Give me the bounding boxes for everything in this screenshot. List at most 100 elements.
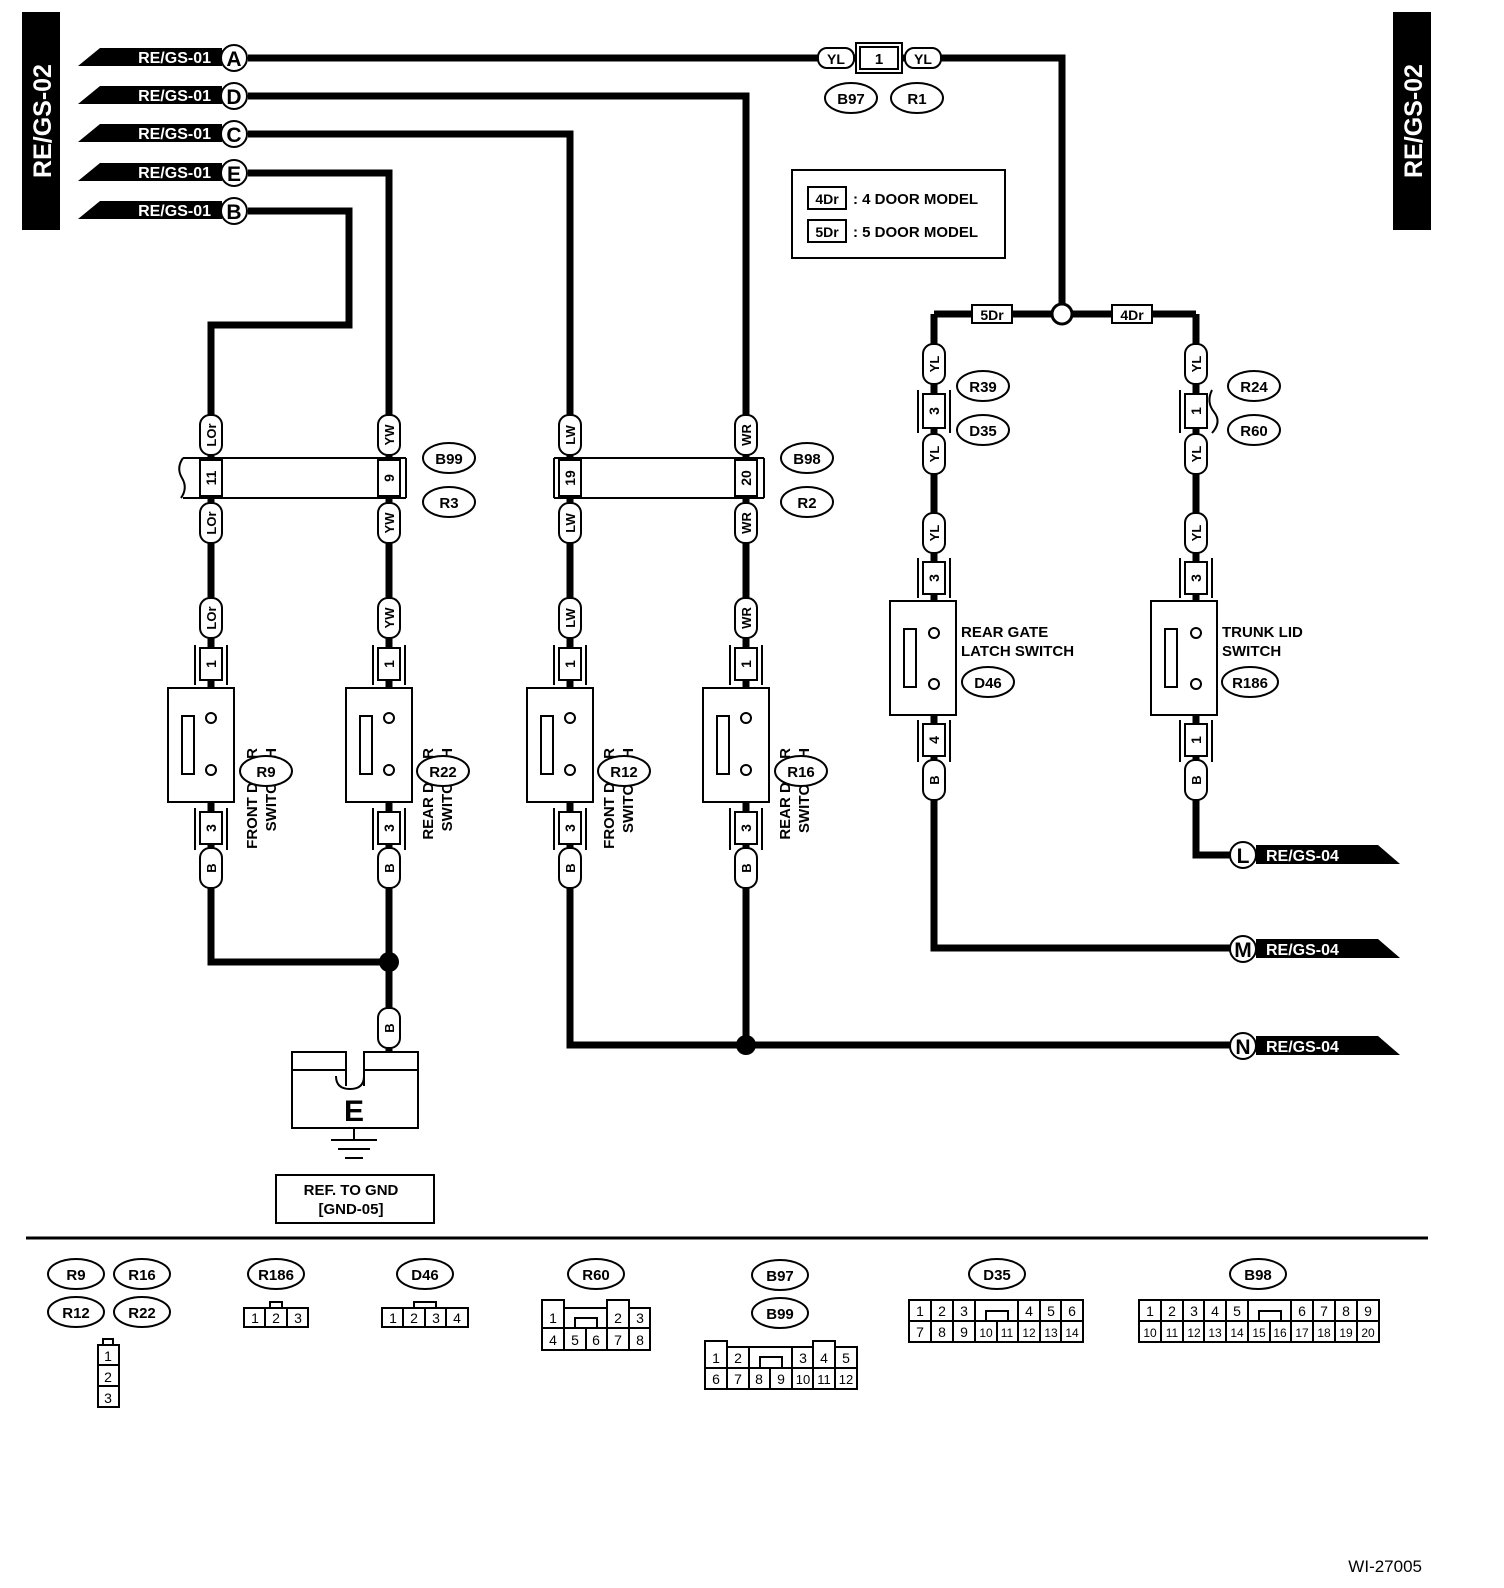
connector-tag: D35 xyxy=(969,423,997,440)
pin-number: 3 xyxy=(636,1310,644,1326)
pin-number: 6 xyxy=(1068,1303,1076,1319)
connector-view-b97-b99: B97 B99 1 2 3 4 5 6 7 8 9 10 11 12 xyxy=(704,1259,858,1390)
splice-point xyxy=(379,952,399,972)
pin-number: 2 xyxy=(1168,1303,1176,1319)
switch-label-line1: TRUNK LID xyxy=(1222,624,1303,641)
pin-number: 9 xyxy=(777,1371,785,1387)
rear-gate-latch-switch: YL 3 4 B REAR GATE LATCH SWITCH D46 xyxy=(889,512,1074,801)
connector-tag: B99 xyxy=(435,451,463,468)
wire-color: B xyxy=(927,775,942,784)
wire-color: B xyxy=(1189,775,1204,784)
pin-number: 1 xyxy=(203,660,219,668)
connector-face-views: R9 R16 R12 R22 1 2 3 R186 1 2 3 xyxy=(47,1258,1380,1408)
input-arrow-a: RE/GS-01 A xyxy=(78,44,248,72)
output-letter: N xyxy=(1235,1036,1250,1059)
connector-tag: B97 xyxy=(837,91,865,108)
connector-tag: R60 xyxy=(582,1267,610,1284)
pin-number: 7 xyxy=(916,1324,924,1340)
output-ref: RE/GS-04 xyxy=(1266,942,1339,959)
pin-number: 3 xyxy=(294,1310,302,1326)
pin-number: 9 xyxy=(1364,1303,1372,1319)
branch-labels: 5Dr 4Dr xyxy=(971,304,1153,324)
pin-number: 13 xyxy=(1044,1326,1058,1340)
pin-number: 6 xyxy=(592,1332,600,1348)
pin-number: 2 xyxy=(410,1310,418,1326)
wires xyxy=(207,54,1232,1055)
input-letter: D xyxy=(226,86,241,109)
pin-number: 7 xyxy=(734,1371,742,1387)
pin-number: 3 xyxy=(1190,1303,1198,1319)
pin-number: 3 xyxy=(926,407,942,415)
input-arrow-e: RE/GS-01 E xyxy=(78,159,248,187)
pin-number: 1 xyxy=(251,1310,259,1326)
connector-tag: R12 xyxy=(62,1305,90,1322)
output-letter: M xyxy=(1234,939,1252,962)
wire-color: LOr xyxy=(204,606,219,629)
ground-ref-line2: [GND-05] xyxy=(318,1201,383,1218)
connector-tag: D35 xyxy=(983,1267,1011,1284)
branch-label: 4Dr xyxy=(1120,307,1144,323)
pin-number: 17 xyxy=(1295,1326,1309,1340)
wire-color: LOr xyxy=(204,423,219,446)
switch-label-line1: REAR GATE xyxy=(961,624,1048,641)
ground-label: E xyxy=(344,1095,364,1128)
output-ref: RE/GS-04 xyxy=(1266,1039,1339,1056)
pin-number: 12 xyxy=(1187,1326,1201,1340)
connector-tag: R16 xyxy=(787,764,815,781)
pin-number: 10 xyxy=(1143,1326,1157,1340)
connector-tag: R1 xyxy=(907,91,926,108)
splice-point xyxy=(736,1035,756,1055)
pin-number: 3 xyxy=(926,574,942,582)
input-arrow-b: RE/GS-01 B xyxy=(78,197,248,225)
pin-number: 11 xyxy=(1001,1326,1014,1340)
pin-number: 3 xyxy=(562,824,578,832)
input-arrow-d: RE/GS-01 D xyxy=(78,82,248,110)
wire-color: LW xyxy=(563,608,578,628)
switch-label-line2: LATCH SWITCH xyxy=(961,643,1074,660)
connector-tag: R16 xyxy=(128,1267,156,1284)
pin-number: 16 xyxy=(1273,1326,1287,1340)
pin-number: 1 xyxy=(1188,407,1204,415)
output-letter: L xyxy=(1237,845,1250,868)
pin-number: 14 xyxy=(1065,1326,1079,1340)
pin-number: 10 xyxy=(796,1372,810,1387)
pin-number: 3 xyxy=(203,824,219,832)
page-tab-right: RE/GS-02 xyxy=(1393,12,1431,230)
pin-number: 2 xyxy=(272,1310,280,1326)
pin-number: 19 xyxy=(1339,1326,1353,1340)
wire-color: YW xyxy=(382,512,397,534)
connector-tag: D46 xyxy=(974,675,1002,692)
pin-number: 3 xyxy=(738,824,754,832)
connector-tag: B99 xyxy=(766,1306,794,1323)
connector-tag: R186 xyxy=(258,1267,294,1284)
pin-number: 20 xyxy=(738,470,754,486)
pin-number: 11 xyxy=(817,1372,831,1387)
wire-color: YW xyxy=(382,424,397,446)
ground-ref-line1: REF. TO GND xyxy=(304,1182,399,1199)
rear-door-switch-rh: WR 1 3 B REAR DOOR SWITCH RH R16 xyxy=(702,597,828,889)
pin-number: 4 xyxy=(1211,1303,1219,1319)
switch-label-line2: SWITCH xyxy=(1222,643,1281,660)
pin-number: 2 xyxy=(614,1310,622,1326)
pin-number: 14 xyxy=(1230,1326,1244,1340)
connector-tag: R9 xyxy=(66,1267,85,1284)
output-connectors: L RE/GS-04 M RE/GS-04 N RE/GS-04 xyxy=(1229,841,1400,1060)
wire-color: WR xyxy=(739,607,754,629)
wire-color: B xyxy=(204,863,219,872)
pin-number: 4 xyxy=(549,1332,557,1348)
connector-view-d46: D46 1 2 3 4 xyxy=(381,1258,469,1328)
connector-tag: R9 xyxy=(256,764,275,781)
input-connectors: RE/GS-01 A RE/GS-01 D RE/GS-01 C RE/GS-0… xyxy=(78,44,248,225)
wire-color: YL xyxy=(914,51,932,67)
pin-number: 6 xyxy=(712,1371,720,1387)
pin-number: 8 xyxy=(938,1324,946,1340)
connector-tag: B98 xyxy=(793,451,821,468)
wire-color: YL xyxy=(827,51,845,67)
pin-number: 1 xyxy=(1188,736,1204,744)
pin-number: 1 xyxy=(916,1303,924,1319)
connector-tag: D46 xyxy=(411,1267,439,1284)
front-door-switch-lh: LOr 1 3 B FRONT DOOR SWITCH LH R9 xyxy=(167,597,293,889)
pin-number: 2 xyxy=(104,1369,112,1385)
input-letter: B xyxy=(226,201,241,224)
pin-number: 3 xyxy=(432,1310,440,1326)
